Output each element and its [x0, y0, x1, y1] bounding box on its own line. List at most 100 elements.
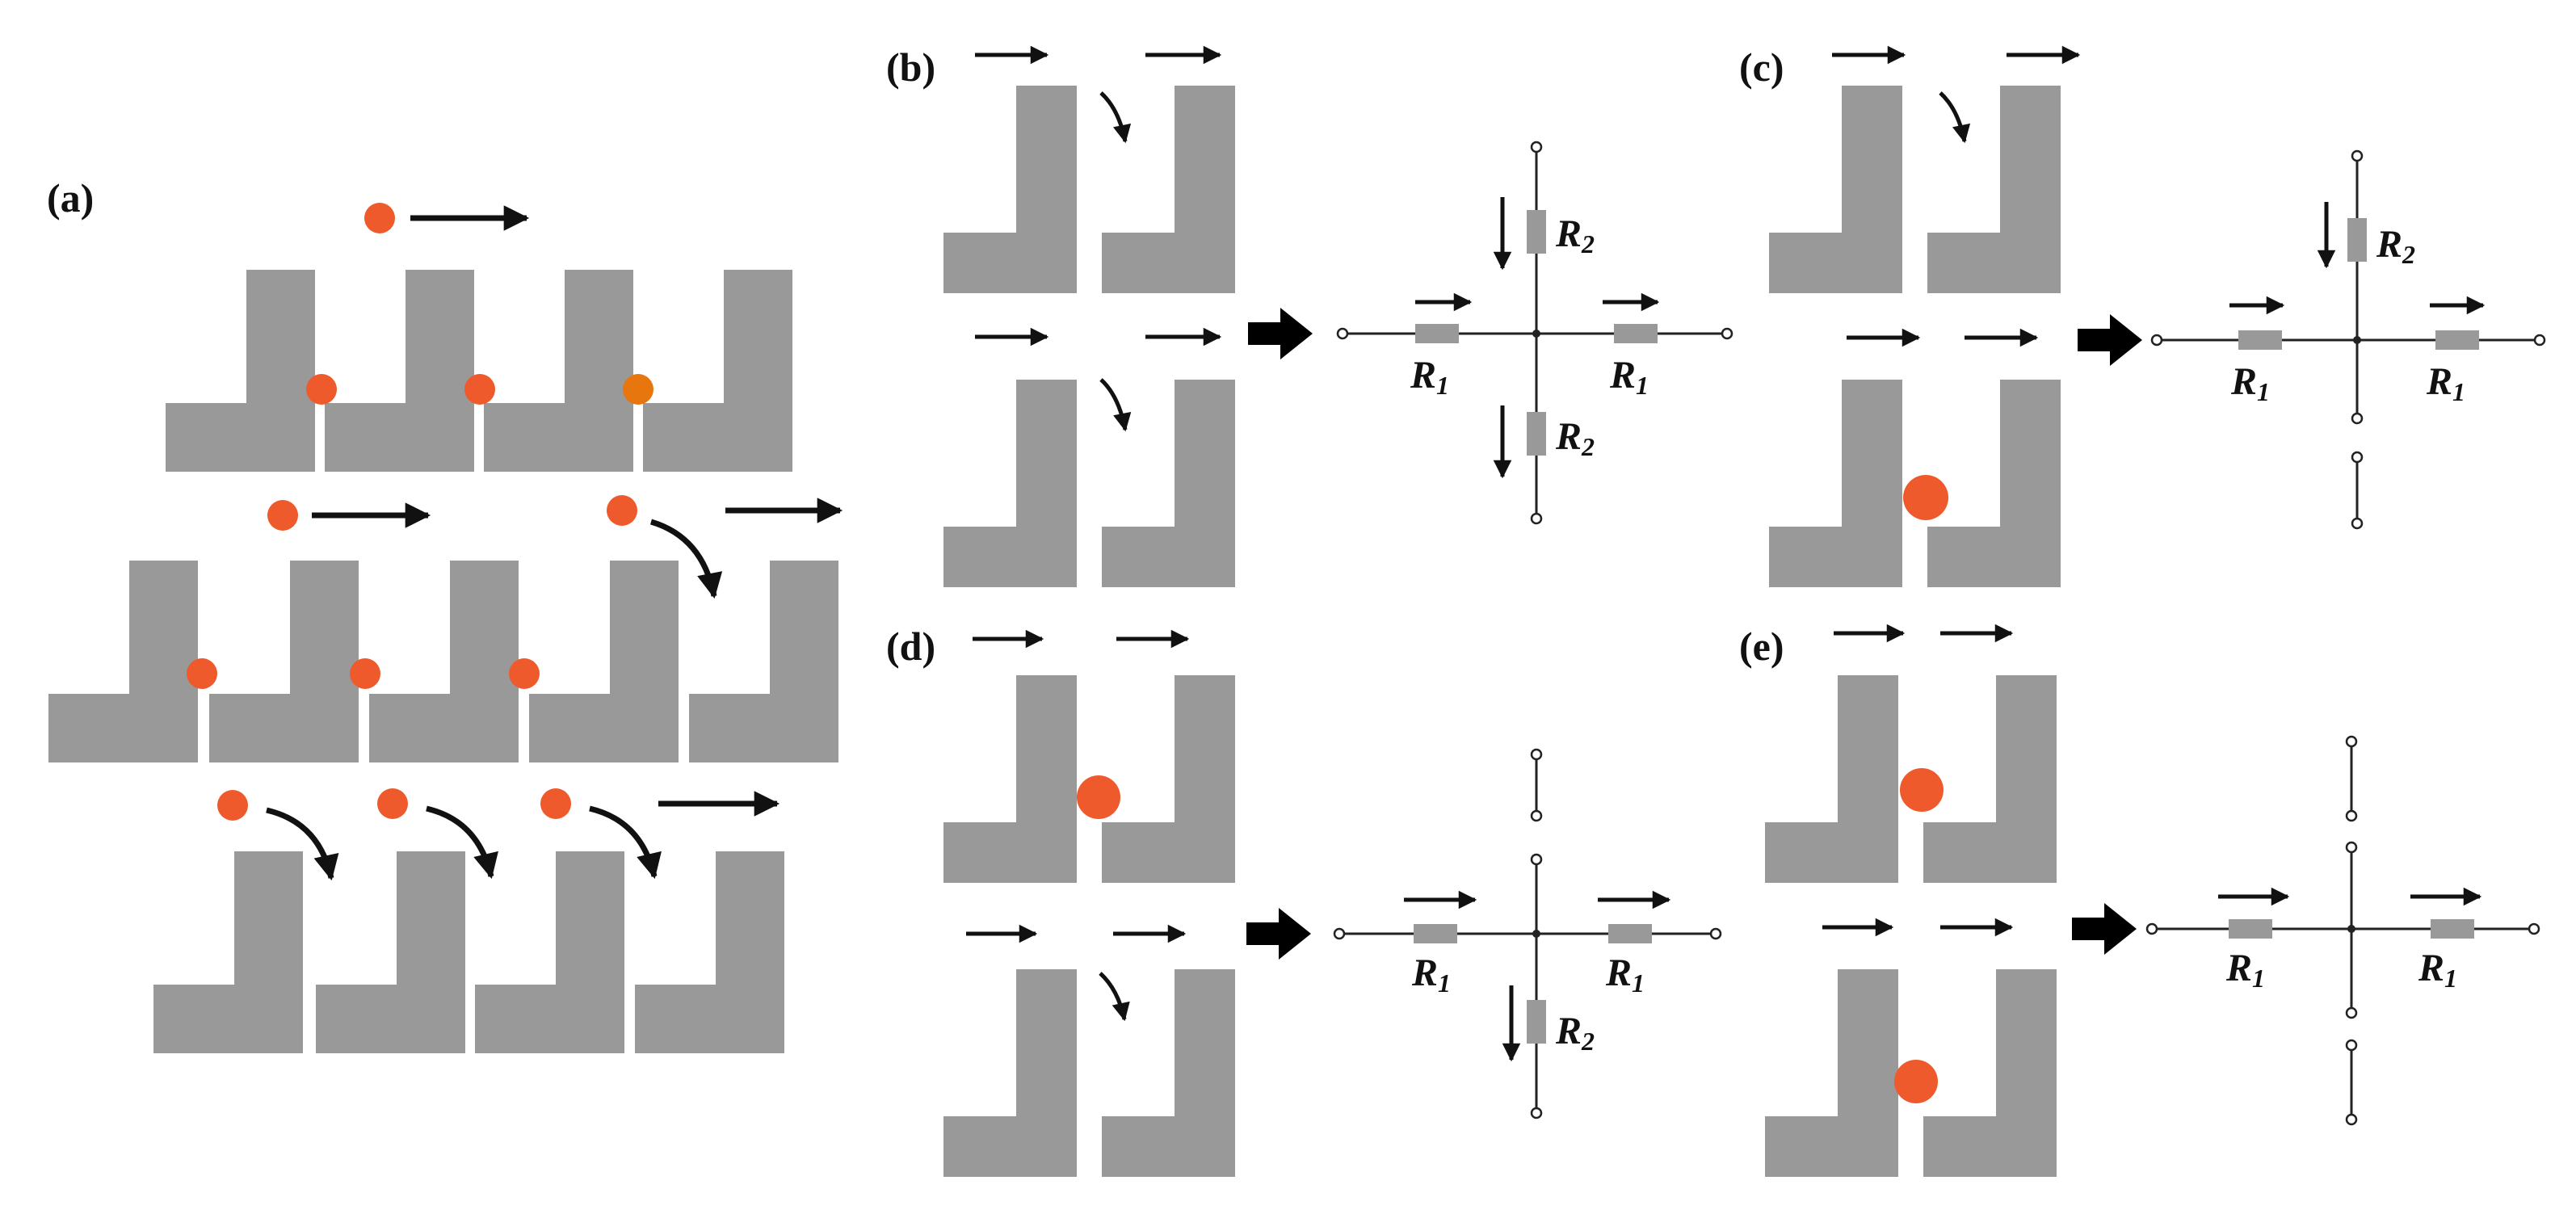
particle: [377, 788, 408, 819]
r1-label: R1: [2426, 360, 2465, 406]
particles: [187, 203, 1948, 1103]
terminal-node: [2145, 922, 2158, 935]
particle: [1077, 775, 1120, 819]
terminal-node: [2345, 1006, 2358, 1019]
l-block: [643, 270, 792, 472]
l-block: [48, 561, 198, 762]
particle: [1903, 475, 1948, 520]
panel-d-label: (d): [886, 624, 935, 669]
l-block: [943, 380, 1077, 587]
l-block: [1927, 86, 2061, 293]
big-arrow-icon: [1248, 308, 1313, 359]
l-block: [689, 561, 838, 762]
resistor-r1: [2238, 330, 2282, 350]
particle: [306, 374, 337, 405]
l-block: [325, 270, 474, 472]
big-arrow-icon: [2072, 903, 2137, 955]
panel-c-label: (c): [1739, 44, 1784, 90]
r2-label: R2: [1555, 1010, 1595, 1056]
curved-arrow-icon: [1099, 378, 1132, 432]
curved-arrow-icon: [1099, 972, 1130, 1022]
terminal-node: [1530, 809, 1543, 822]
terminal-node: [2351, 412, 2364, 425]
l-block: [1102, 380, 1235, 587]
resistor-r1: [2229, 919, 2272, 939]
curved-arrow-icon: [426, 805, 498, 880]
resistor-r2: [1527, 210, 1546, 254]
particle: [607, 495, 637, 526]
r1-label: R1: [2418, 947, 2457, 993]
curved-arrow-icon: [589, 805, 662, 880]
terminal-node: [2345, 1113, 2358, 1126]
particle: [217, 790, 248, 821]
resistor-r2: [2347, 218, 2367, 262]
junction-node: [1532, 330, 1540, 338]
terminal-node: [1530, 512, 1543, 525]
curved-arrow-icon: [649, 519, 723, 599]
l-block: [166, 270, 315, 472]
particle: [267, 500, 298, 531]
flow-arrows: [266, 45, 2486, 1062]
terminal-node: [1709, 927, 1722, 940]
junction-node: [2347, 925, 2355, 933]
wall-blocks: [48, 86, 2061, 1177]
l-block: [1765, 675, 1898, 883]
resistor-r1: [2431, 919, 2474, 939]
terminal-node: [2351, 149, 2364, 162]
resistor-r1: [1415, 324, 1459, 343]
big-arrow-icon: [2078, 314, 2142, 366]
l-block: [1923, 969, 2057, 1177]
l-block: [209, 561, 359, 762]
l-block: [1102, 86, 1235, 293]
panel-e-label: (e): [1739, 624, 1784, 669]
terminal-node: [1336, 327, 1349, 340]
resistor-r1: [2435, 330, 2479, 350]
particle: [540, 788, 571, 819]
circuit-wires: [1333, 141, 2546, 1126]
particle: [1894, 1060, 1938, 1103]
l-block: [1923, 675, 2057, 883]
r2-label: R2: [2376, 223, 2415, 269]
terminal-node: [1530, 853, 1543, 866]
resistor-r2: [1527, 1000, 1546, 1044]
resistor-r1: [1414, 924, 1457, 943]
l-block: [1769, 86, 1902, 293]
resistor-group: [1414, 210, 2479, 1044]
terminal-node: [2351, 451, 2364, 464]
particle: [623, 374, 653, 405]
terminal-node: [2345, 841, 2358, 854]
panel-a-label: (a): [47, 175, 94, 221]
l-block: [529, 561, 679, 762]
junction-node: [2353, 336, 2361, 344]
terminal-node: [2533, 334, 2546, 347]
terminal-node: [1530, 141, 1543, 153]
r1-label: R1: [1609, 354, 1649, 400]
l-block: [1102, 675, 1235, 883]
terminal-node: [1530, 748, 1543, 761]
curved-arrow-icon: [1939, 91, 1971, 144]
l-block: [153, 851, 303, 1053]
big-arrow-icon: [1246, 908, 1311, 960]
terminal-node: [2345, 1039, 2358, 1052]
particle: [350, 658, 380, 689]
l-block: [475, 851, 624, 1053]
r2-label: R2: [1555, 212, 1595, 258]
particle: [187, 658, 217, 689]
r2-label: R2: [1555, 415, 1595, 461]
terminal-node: [1530, 1107, 1543, 1119]
curved-arrow-icon: [1099, 91, 1132, 144]
terminal-node: [2345, 735, 2358, 748]
l-block: [1765, 969, 1898, 1177]
l-block: [1927, 380, 2061, 587]
r1-label: R1: [1411, 951, 1451, 998]
curved-arrow-icon: [266, 807, 339, 881]
particle: [364, 203, 395, 233]
resistor-r1: [1614, 324, 1658, 343]
l-block: [943, 86, 1077, 293]
terminal-node: [2345, 809, 2358, 822]
l-block: [369, 561, 519, 762]
l-block: [484, 270, 633, 472]
r1-label: R1: [1605, 951, 1645, 998]
